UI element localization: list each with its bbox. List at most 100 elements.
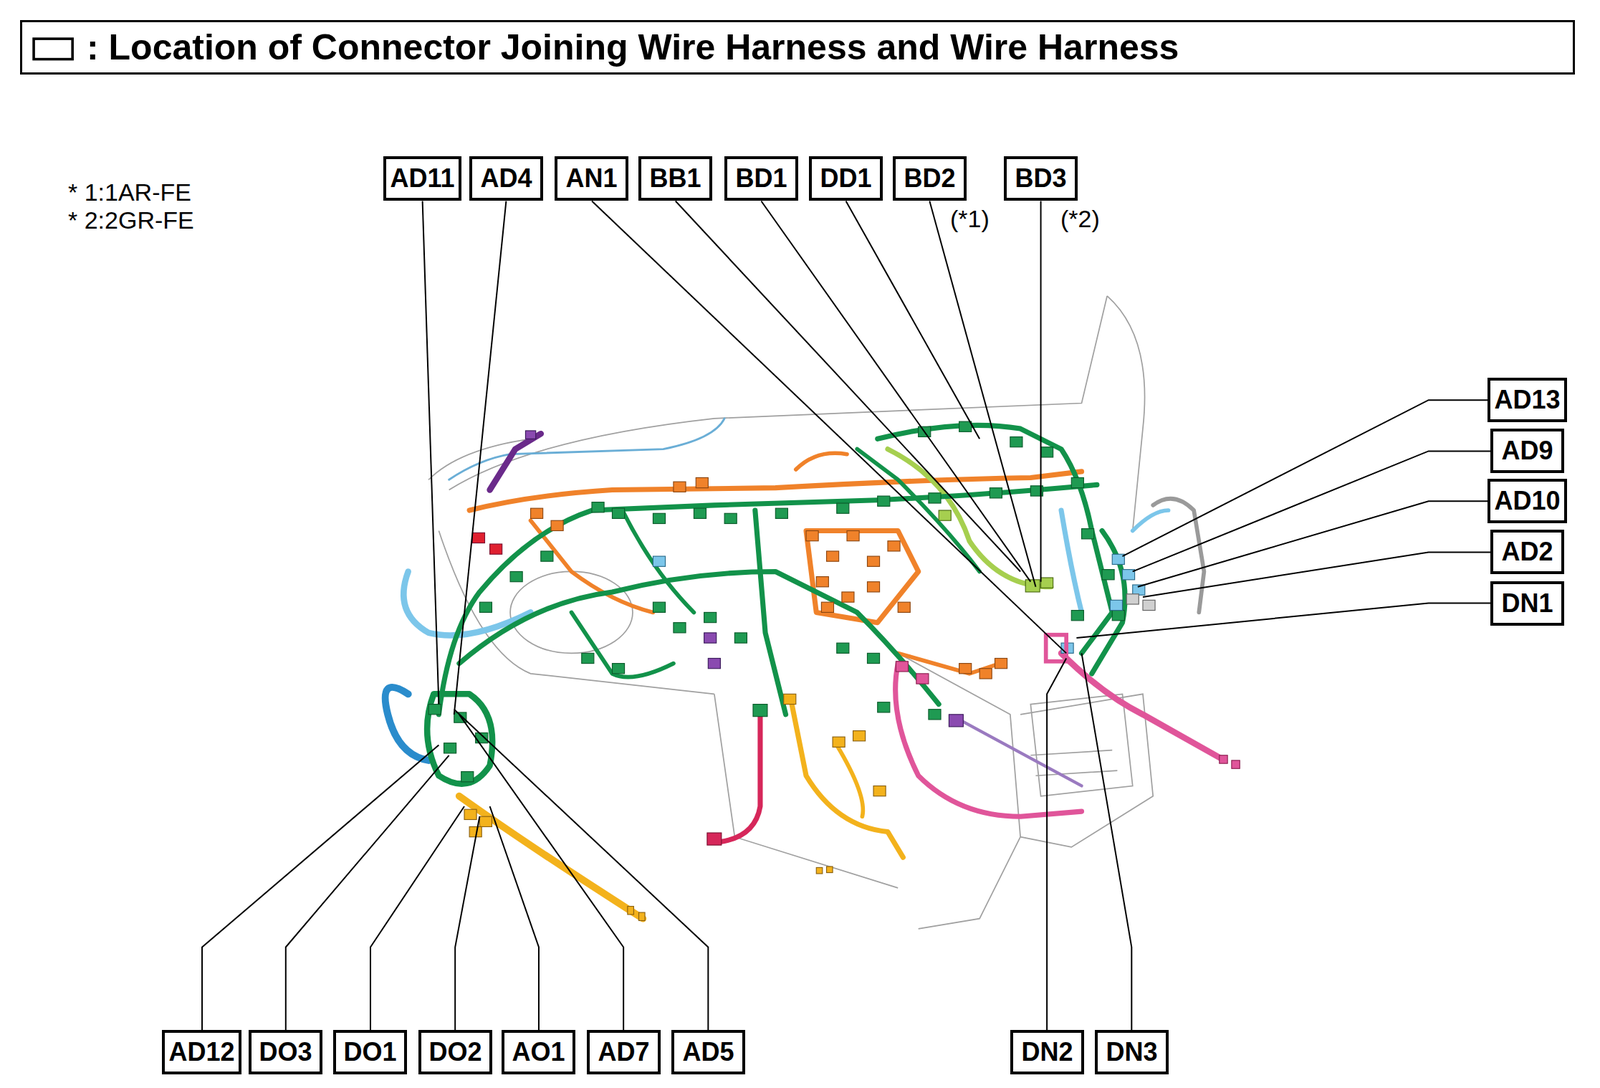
connector <box>652 513 665 524</box>
red-wire <box>719 714 761 842</box>
green-wire <box>877 424 1113 653</box>
connector <box>866 652 880 663</box>
connector <box>832 736 845 747</box>
connector-code: AN1 <box>565 165 617 192</box>
panel-outline <box>1030 693 1133 796</box>
pillar <box>1107 295 1145 531</box>
connector <box>693 508 706 519</box>
connector <box>1142 599 1156 610</box>
connector <box>611 663 625 674</box>
connector <box>916 673 929 684</box>
connector <box>530 508 544 519</box>
connector <box>895 661 908 672</box>
connector-code-box: AN1 <box>554 156 629 201</box>
leader-line <box>1081 652 1133 1031</box>
variant-mark: (*1) <box>950 205 990 233</box>
connector <box>979 668 992 679</box>
connector <box>1109 599 1123 610</box>
lime-wire <box>887 449 1052 587</box>
lime-connectors <box>938 510 1053 592</box>
leader-line <box>760 201 1031 582</box>
connector-code: DO2 <box>428 1038 482 1065</box>
connector-code-box: DO3 <box>248 1029 323 1075</box>
green-wire <box>459 571 939 704</box>
orange-connectors <box>530 477 1008 679</box>
connector <box>877 702 890 713</box>
yellow-wire <box>459 796 643 919</box>
title-banner: : Location of Connector Joining Wire Har… <box>20 20 1575 75</box>
console-side <box>1020 693 1153 847</box>
connector-code-box: AD5 <box>671 1029 746 1075</box>
connector <box>510 571 523 582</box>
yellow-wire <box>836 745 864 817</box>
connector <box>1102 569 1115 580</box>
variant-mark: (*2) <box>1060 205 1100 233</box>
connector <box>1231 760 1240 769</box>
connector <box>540 551 554 562</box>
connector <box>551 520 564 531</box>
connector <box>866 581 880 592</box>
connector <box>1025 579 1040 592</box>
connector <box>581 652 594 663</box>
connector-code: DO1 <box>343 1038 397 1065</box>
green-wire <box>622 510 695 612</box>
connector-code: DN3 <box>1105 1038 1158 1065</box>
connector <box>490 543 503 554</box>
connector <box>994 657 1007 668</box>
connector <box>841 591 855 602</box>
connector-code: DD1 <box>819 165 872 192</box>
connector <box>948 714 964 727</box>
connector <box>1126 593 1139 605</box>
green-wire <box>438 484 1097 714</box>
leader-line <box>1046 657 1067 1031</box>
leader-line <box>1040 201 1042 582</box>
dash-top <box>449 295 1108 491</box>
leader-line <box>846 201 981 440</box>
leader-line <box>459 714 624 1031</box>
blue-wire <box>385 687 430 761</box>
console-lines <box>1030 750 1118 776</box>
connector <box>673 481 686 492</box>
leader-line <box>490 806 539 1031</box>
connector-code-box: DO2 <box>418 1029 493 1075</box>
connector <box>775 508 788 519</box>
leader-line <box>1076 603 1492 638</box>
connector-code: AD9 <box>1501 437 1553 464</box>
connector <box>1041 577 1054 588</box>
connector-code: BD2 <box>903 165 956 192</box>
connector <box>897 601 910 612</box>
connector-code-box: AD4 <box>469 156 544 201</box>
connector-code-box: DO1 <box>333 1029 407 1075</box>
title-symbol <box>33 38 73 59</box>
blue-wire <box>449 418 725 480</box>
connector <box>877 495 890 506</box>
dash-lower <box>438 530 714 694</box>
blue-wire <box>1061 510 1082 612</box>
connector <box>1041 447 1054 458</box>
orange-wire <box>806 530 919 622</box>
connector <box>928 492 941 504</box>
connector <box>627 906 635 915</box>
connector <box>1219 755 1228 764</box>
connector <box>652 601 665 612</box>
connector <box>753 704 768 717</box>
connector <box>783 693 797 704</box>
connector <box>428 704 441 715</box>
orange-wire <box>796 452 847 470</box>
connector-code: AD13 <box>1493 386 1560 413</box>
connector <box>479 601 492 612</box>
connector <box>591 502 605 513</box>
leader-line <box>422 201 440 705</box>
engine-note: * 2:2GR-FE <box>68 207 195 234</box>
connector-code: DN2 <box>1021 1038 1073 1065</box>
leader-line <box>1142 551 1492 597</box>
connector <box>444 743 457 754</box>
blue-wire <box>1132 510 1169 531</box>
connector <box>928 709 941 720</box>
connector <box>1112 610 1125 621</box>
connector <box>464 808 477 819</box>
leader-line <box>454 709 709 1032</box>
connector <box>673 622 686 633</box>
connector <box>816 866 823 874</box>
connector-code-box: BB1 <box>638 156 713 201</box>
